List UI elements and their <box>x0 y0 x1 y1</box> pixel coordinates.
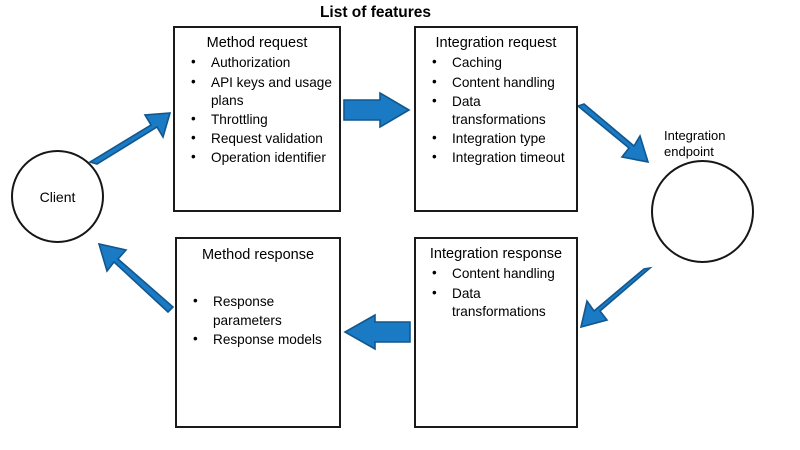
list-item: Data transformations <box>430 283 570 322</box>
arrow-integration-response-to-method-response <box>343 313 411 351</box>
box-method-request-bullets: Authorization API keys and usage plans T… <box>175 53 339 168</box>
box-integration-request[interactable]: Integration request Caching Content hand… <box>414 26 578 212</box>
box-method-response[interactable]: Method response Response parameters Resp… <box>175 237 341 428</box>
list-item: Response models <box>191 330 333 350</box>
list-item: Content handling <box>430 73 570 93</box>
arrow-method-request-to-integration-request <box>343 91 411 129</box>
node-integration-endpoint[interactable] <box>651 160 754 263</box>
box-method-response-bullets: Response parameters Response models <box>177 266 339 349</box>
list-item: Content handling <box>430 264 570 284</box>
box-integration-response[interactable]: Integration response Content handling Da… <box>414 237 578 428</box>
list-item: Integration type <box>430 129 570 149</box>
diagram-title: List of features <box>319 4 432 21</box>
node-client[interactable]: Client <box>11 150 104 243</box>
list-item: Authorization <box>189 53 333 73</box>
node-integration-endpoint-label: Integration endpoint <box>664 128 726 160</box>
box-integration-request-title: Integration request <box>435 35 557 51</box>
arrow-endpoint-to-integration-response <box>579 266 653 329</box>
list-item: Response parameters <box>191 292 333 330</box>
box-method-request[interactable]: Method request Authorization API keys an… <box>173 26 341 212</box>
box-method-response-title: Method response <box>201 247 315 263</box>
node-client-label: Client <box>39 188 76 205</box>
box-method-request-title: Method request <box>206 35 308 51</box>
arrow-method-response-to-client <box>97 242 175 314</box>
list-item: Caching <box>430 53 570 73</box>
box-integration-response-title: Integration response <box>429 246 563 262</box>
arrow-integration-request-to-endpoint <box>576 103 650 164</box>
arrow-client-to-method-request <box>88 112 172 165</box>
list-item: API keys and usage plans <box>189 72 333 111</box>
list-item: Data transformations <box>430 92 570 130</box>
box-integration-response-bullets: Content handling Data transformations <box>416 264 576 322</box>
list-item: Integration timeout <box>430 148 570 168</box>
list-item: Operation identifier <box>189 148 333 168</box>
list-item: Throttling <box>189 110 333 130</box>
box-integration-request-bullets: Caching Content handling Data transforma… <box>416 53 576 168</box>
list-item: Request validation <box>189 129 333 149</box>
